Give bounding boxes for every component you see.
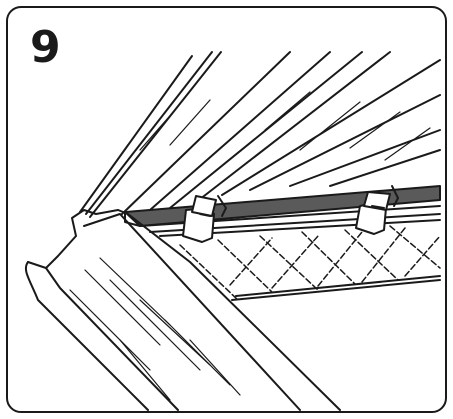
- lid-panel: [79, 51, 441, 218]
- frame-border: [6, 6, 447, 413]
- mounting-clip-left: [182, 195, 227, 243]
- step-number: 9: [30, 22, 61, 73]
- support-rail: [124, 185, 441, 233]
- mounting-clip-right: [355, 185, 399, 235]
- lattice-grid: [159, 219, 441, 301]
- frame-panel: [24, 209, 341, 411]
